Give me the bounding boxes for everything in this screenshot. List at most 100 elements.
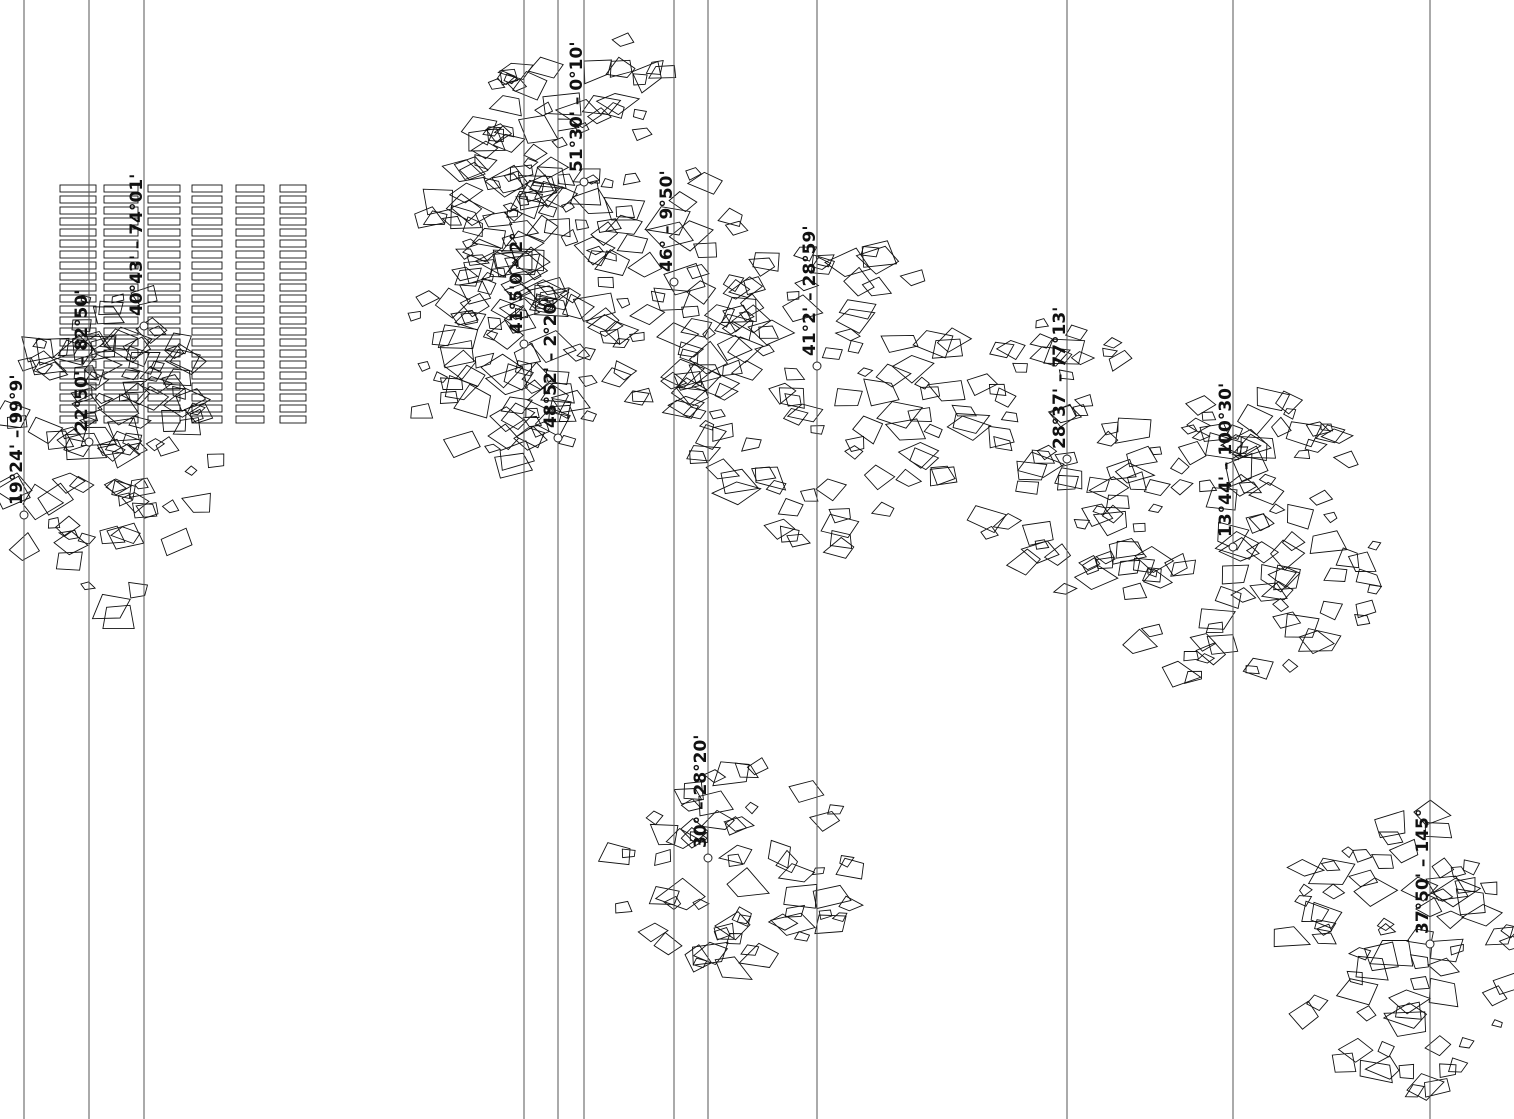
city-block (147, 195, 181, 204)
city-block (1439, 1063, 1457, 1079)
city-block (161, 374, 186, 390)
city-block (1140, 623, 1164, 638)
city-block (279, 371, 307, 380)
city-block (818, 909, 833, 920)
city-block (717, 844, 753, 865)
city-block (118, 492, 133, 507)
city-block (765, 479, 787, 495)
city-block (680, 818, 709, 844)
city-block (1415, 897, 1443, 918)
city-block (668, 191, 698, 213)
city-block (518, 179, 560, 204)
city-block (191, 305, 223, 314)
city-block (1348, 869, 1379, 888)
city-block (83, 353, 124, 380)
city-block (235, 184, 265, 193)
city-block (414, 206, 446, 229)
city-block (1108, 537, 1148, 565)
city-block (763, 518, 796, 540)
city-block (451, 266, 479, 282)
city-block (684, 944, 713, 973)
city-block (55, 551, 83, 571)
city-block (736, 914, 752, 925)
city-block (603, 196, 646, 221)
city-block (1225, 473, 1258, 497)
city-block (415, 290, 441, 308)
city-block (534, 299, 554, 310)
city-block (518, 175, 558, 203)
city-block (191, 195, 223, 204)
city-block (1500, 924, 1514, 939)
city-block (1272, 597, 1290, 613)
city-block (1195, 642, 1227, 666)
city-block (688, 340, 729, 375)
city-block (489, 406, 525, 433)
city-block (1183, 670, 1202, 685)
city-block (722, 304, 752, 333)
city-block (616, 234, 649, 254)
city-block (1214, 585, 1242, 609)
city-block (59, 338, 97, 347)
city-block (59, 327, 97, 336)
city-block (103, 250, 139, 259)
city-block (724, 220, 749, 236)
city-block (1248, 513, 1275, 532)
city-block (681, 305, 700, 319)
city-block (782, 294, 824, 323)
city-block (1356, 1005, 1377, 1022)
city-block (122, 380, 144, 394)
city-block (1096, 430, 1119, 447)
city-block (1057, 474, 1079, 491)
city-block (1450, 866, 1467, 878)
city-block (51, 472, 86, 494)
city-block (1126, 471, 1147, 491)
city-block (1491, 1019, 1503, 1028)
city-block (824, 247, 872, 277)
city-block (485, 123, 513, 144)
city-block (966, 505, 1007, 534)
city-block (523, 143, 548, 162)
coordinate-label-havana: 22°50' – 82°50' (72, 290, 92, 432)
city-block (727, 853, 744, 868)
city-block (1245, 665, 1260, 675)
city-block (279, 261, 307, 270)
city-block (459, 293, 490, 318)
city-block (782, 407, 809, 426)
city-block (161, 410, 187, 432)
city-block (235, 393, 265, 402)
city-block (545, 370, 570, 386)
city-block (724, 816, 748, 836)
city-block (103, 272, 139, 281)
city-block (35, 337, 70, 366)
city-block (1364, 1055, 1400, 1080)
city-block (147, 217, 181, 226)
city-block (1285, 421, 1322, 448)
city-block (1454, 877, 1476, 894)
city-block (1005, 548, 1041, 576)
city-block (103, 327, 139, 336)
city-block (645, 60, 664, 75)
city-block (1427, 957, 1461, 977)
city-block (767, 839, 791, 869)
city-block (59, 239, 97, 248)
city-block (1230, 587, 1257, 603)
anchor-point-london (579, 177, 589, 187)
city-block (1371, 854, 1394, 869)
city-block (55, 515, 81, 537)
city-block (1122, 582, 1148, 600)
city-block (1424, 822, 1453, 839)
city-block (703, 769, 727, 784)
city-block (1106, 458, 1137, 481)
city-block (59, 283, 97, 292)
city-block (103, 206, 139, 215)
city-block (59, 250, 97, 259)
city-block (743, 276, 766, 296)
city-block (784, 393, 802, 407)
city-block (605, 56, 636, 78)
city-block (35, 361, 69, 381)
city-block (487, 423, 520, 451)
city-block (0, 472, 33, 501)
city-block (835, 857, 865, 880)
city-block (1029, 333, 1054, 349)
city-block (834, 328, 861, 342)
